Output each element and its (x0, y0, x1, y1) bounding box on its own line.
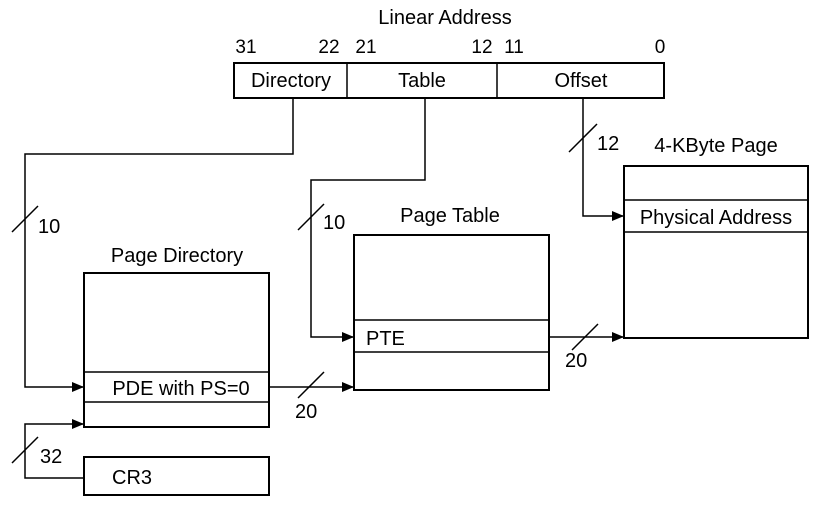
width-slash (11, 436, 39, 464)
width-slash (297, 203, 325, 231)
page-box (623, 165, 809, 339)
bit-22-label: 22 (318, 37, 339, 58)
directory-index-width: 10 (38, 216, 60, 238)
pte-entry: PTE (366, 328, 405, 350)
page-directory-title: Page Directory (111, 245, 243, 267)
table-field: Table (398, 70, 446, 92)
four-kbyte-page: 4-KByte Page Physical Address (623, 135, 809, 339)
pde-to-table-width: 20 (295, 401, 317, 423)
offset-width: 12 (597, 133, 619, 155)
bit-11-label: 11 (504, 37, 524, 58)
linear-address: Linear Address 31 22 21 12 11 0 Director… (233, 7, 666, 99)
bit-12-label: 12 (471, 37, 492, 58)
bit-21-label: 21 (355, 37, 376, 58)
page-directory: Page Directory PDE with PS=0 (83, 245, 270, 428)
table-index-width: 10 (323, 212, 345, 234)
page-title: 4-KByte Page (654, 135, 777, 157)
cr3-box (83, 456, 270, 496)
directory-field: Directory (251, 70, 331, 92)
width-slash (571, 323, 599, 351)
physical-address-entry: Physical Address (640, 207, 792, 229)
pte-to-page-width: 20 (565, 350, 587, 372)
offset-arrow (582, 98, 624, 221)
bit-0-label: 0 (655, 37, 666, 58)
linear-address-title: Linear Address (378, 7, 511, 29)
page-table: Page Table PTE (353, 205, 550, 391)
directory-index-arrow (24, 98, 294, 392)
page-table-box (353, 234, 550, 391)
width-slash (568, 123, 598, 153)
width-slash (11, 205, 39, 233)
bit-31-label: 31 (235, 37, 256, 58)
pde-entry: PDE with PS=0 (112, 378, 249, 400)
width-slash (297, 371, 325, 399)
table-index-arrow (310, 98, 426, 342)
page-directory-box (83, 272, 270, 428)
cr3-width: 32 (40, 446, 62, 468)
offset-field: Offset (555, 70, 608, 92)
cr3-register: CR3 (83, 456, 270, 496)
linear-address-box (233, 62, 665, 99)
page-table-title: Page Table (400, 205, 500, 227)
cr3-label: CR3 (112, 467, 152, 489)
